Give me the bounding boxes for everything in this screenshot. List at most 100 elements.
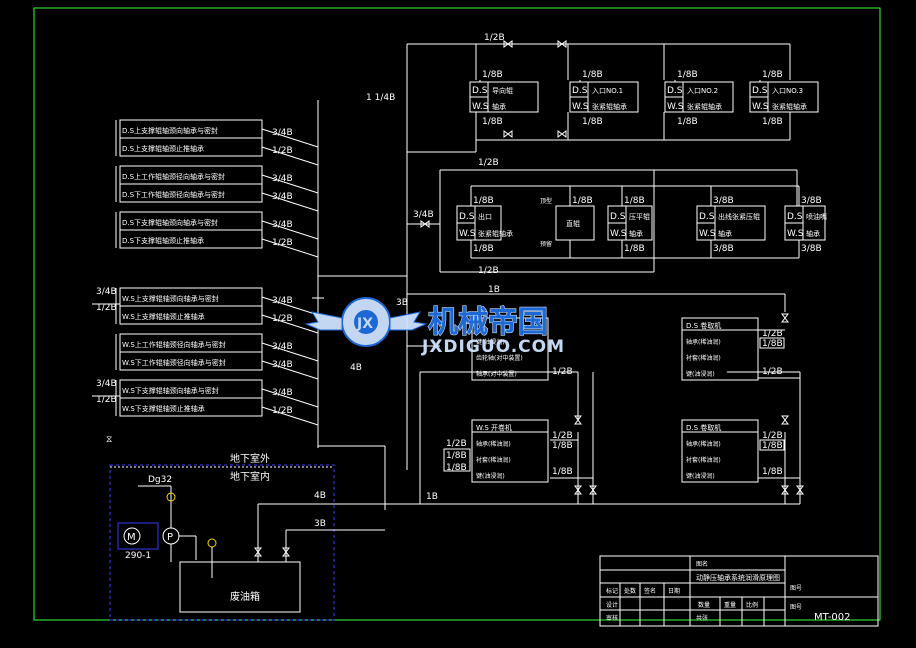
pipe-size-label: 3/8B	[713, 244, 734, 254]
pipe-size-label: 3/4B	[272, 220, 293, 230]
pipe-size-label: Dg32	[148, 475, 172, 485]
bearing-label: W.S下支撑辊轴颈止推轴承	[122, 404, 205, 413]
unit-name: 入口NO.3	[772, 87, 803, 95]
unit-name: 出口	[478, 212, 492, 221]
valve-symbol: ⧖	[106, 435, 112, 445]
pipe-size-label: 1/2B	[762, 431, 783, 441]
pipe-size-label: 1/8B	[677, 117, 698, 127]
svg-text:3B: 3B	[314, 519, 326, 529]
pipe-size-label: 3/4B	[272, 128, 293, 138]
pipe-size-label: 4B	[350, 363, 362, 373]
machine-title: D.S 卷取机	[686, 321, 721, 330]
pipe-size-label: 3/8B	[713, 196, 734, 206]
basement-boundary	[109, 464, 335, 621]
pipe-size-label: 1/2B	[478, 158, 499, 168]
pipe-size-label: 3/4B	[272, 296, 293, 306]
bearing-label: D.S上工作辊轴颈径向轴承与密封	[122, 172, 225, 181]
valve-icon	[781, 415, 789, 425]
ws-label: W.S	[472, 102, 489, 112]
unit-part: 张紧辊轴承	[478, 229, 513, 238]
unit-part: 张紧辊轴承	[772, 102, 807, 111]
ws-label: W.S	[459, 229, 476, 239]
unit-part: 轴承	[806, 229, 820, 238]
ds-label: D.S	[472, 86, 488, 96]
pipe-size-label: 1/2B	[478, 266, 499, 276]
machine-title: W.S 开卷机	[476, 423, 512, 432]
bearing-label: W.S上支撑辊轴颈止推轴承	[122, 312, 205, 321]
ws-label: W.S	[610, 229, 627, 239]
pipe-size-label: 1/8B	[624, 196, 645, 206]
valve-icon	[420, 220, 430, 228]
machine-part: 键(油浸润)	[686, 370, 715, 378]
svg-text:JXDIGUO.COM: JXDIGUO.COM	[421, 337, 565, 357]
machine-title: D.S 卷取机	[686, 423, 721, 432]
svg-text:图号: 图号	[790, 604, 802, 611]
pipe-size-label: 3B	[314, 519, 326, 529]
svg-text:1/2B: 1/2B	[478, 266, 499, 276]
svg-text:重量: 重量	[724, 601, 736, 609]
unit-part: 轴承	[492, 102, 506, 111]
ds-label: D.S	[459, 212, 475, 222]
bearing-label: D.S下工作辊轴颈径向轴承与密封	[122, 190, 225, 199]
valve-icon	[781, 485, 789, 495]
unit-part: 轴承	[629, 229, 643, 238]
pipe-size-label: 1/8B	[473, 244, 494, 254]
pipe-size-label: 1/8B	[552, 441, 573, 451]
svg-text:1/2B: 1/2B	[478, 158, 499, 168]
pipe-size-label: 3B	[396, 298, 408, 308]
side-size-label: 1/2B	[96, 395, 117, 405]
pipe-size-label: 1/2B	[272, 238, 293, 248]
pump-model-label: 290-1	[125, 551, 151, 561]
svg-text:3/4B: 3/4B	[413, 210, 434, 220]
unit-name: 压平辊	[629, 212, 650, 221]
unit-part: 轴承	[718, 229, 732, 238]
pipe-size-label: 3/8B	[801, 244, 822, 254]
machine-part: 轴承(稀油润)	[686, 338, 721, 346]
svg-text:3/4B: 3/4B	[96, 379, 117, 389]
unit-name: 入口NO.1	[592, 87, 623, 95]
svg-text:设计: 设计	[606, 601, 618, 609]
svg-text:Dg32: Dg32	[148, 475, 172, 485]
title-block: 图名 动静压轴承系统润滑原理图 图号 图号 数量 重量 比例 标记 处数 签名 …	[599, 555, 879, 627]
svg-text:动静压轴承系统润滑原理图: 动静压轴承系统润滑原理图	[696, 573, 780, 582]
side-size-label: 1/2B	[96, 303, 117, 313]
gear-icon: JX	[341, 297, 391, 347]
svg-text:P: P	[167, 532, 173, 543]
bearing-box: D.S下工作辊轴颈径向轴承与密封 3/4B	[119, 183, 319, 212]
machine-part: 轴承(稀油润)	[476, 440, 511, 448]
machine-part: 轴承(稀油润)	[686, 440, 721, 448]
pipe-size-label: 1/8B	[762, 117, 783, 127]
bearing-label: D.S下支撑辊轴颈向轴承与密封	[122, 218, 218, 227]
unit-part: 张紧辊轴承	[687, 102, 722, 111]
ws-label: W.S	[699, 229, 716, 239]
ds-label: D.S	[572, 86, 588, 96]
ds-label: D.S	[752, 86, 768, 96]
ws-label: W.S	[752, 102, 769, 112]
bearing-label: W.S下工作辊轴颈径向轴承与密封	[122, 358, 226, 367]
watermark-logo: JX 机械帝国 JXDIGUO.COM	[304, 297, 565, 357]
pipe-size-label: 1/8B	[762, 339, 783, 349]
pipe-size-label: 1/8B	[582, 117, 603, 127]
pump-icon: P	[162, 527, 180, 545]
wing-icon	[304, 311, 428, 331]
side-label: 顶型	[540, 197, 552, 205]
pipe-size-label: 3/4B	[272, 192, 293, 202]
valve-icon	[781, 313, 789, 323]
gauge-icon	[207, 538, 217, 548]
unit-part: 张紧辊轴承	[592, 102, 627, 111]
machines: D.S 卷取机轴承(稀油润)衬套(稀油润)键(油浸润)1/2B1/8B1/2B键…	[254, 313, 804, 557]
pipe-size-label: 1/8B	[482, 117, 503, 127]
svg-text:审核: 审核	[606, 614, 618, 622]
pipe-size-label: 1/2B	[552, 367, 573, 377]
ds-label: D.S	[787, 212, 803, 222]
machine-part: 齿轮轴(对中装置)	[476, 354, 523, 362]
